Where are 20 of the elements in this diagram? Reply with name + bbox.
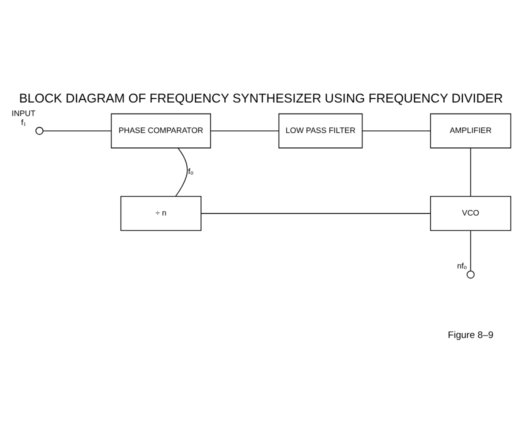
node-label: INPUT [12, 108, 36, 118]
connector [175, 147, 188, 196]
node-box: VCO [430, 195, 512, 230]
connector [210, 130, 280, 131]
edge-label: fₒ [188, 166, 194, 176]
node-label: f₁ [21, 117, 26, 126]
node-circle [466, 270, 475, 278]
caption: Figure 8–9 [448, 330, 494, 341]
node-box: AMPLIFIER [430, 112, 512, 148]
connector [470, 147, 472, 196]
diagram-title: BLOCK DIAGRAM OF FREQUENCY SYNTHESIZER USING FREQUENCY DIVIDER [19, 91, 503, 106]
connector [42, 130, 112, 131]
node-box: ÷ n [120, 195, 202, 230]
connector [470, 230, 472, 271]
node-circle [35, 126, 44, 134]
node-box: PHASE COMPARATOR [110, 112, 211, 148]
node-label: nfₒ [457, 261, 467, 270]
connector [362, 130, 431, 131]
node-box: LOW PASS FILTER [278, 112, 363, 148]
connector [200, 212, 431, 214]
